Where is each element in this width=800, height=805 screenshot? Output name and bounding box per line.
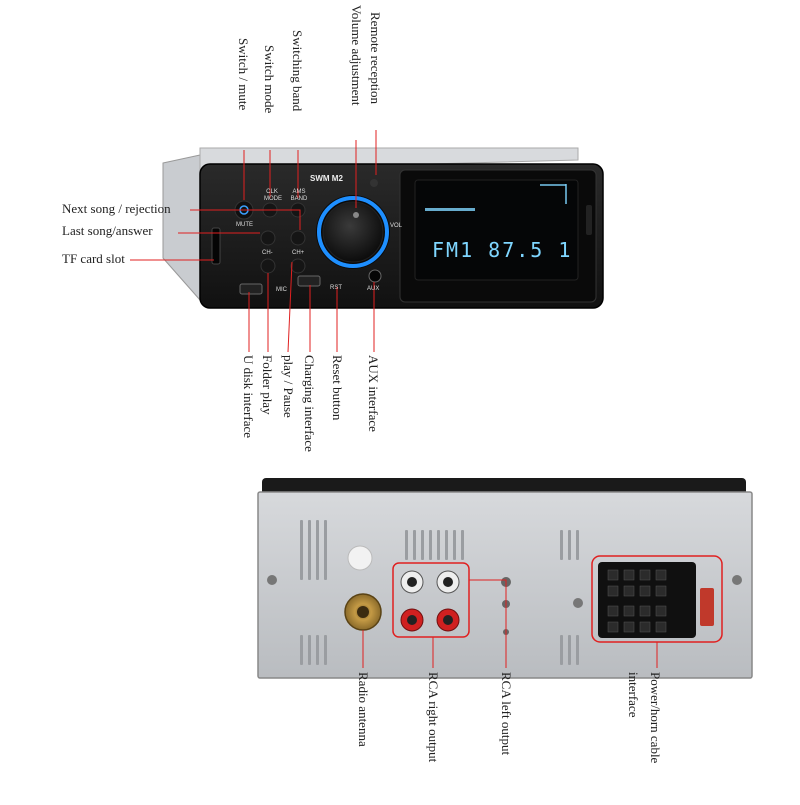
lcd-screen — [414, 179, 579, 281]
mute-text: MUTE — [236, 222, 253, 228]
right-slot — [586, 205, 592, 235]
rear-screw-mid — [573, 598, 583, 608]
label-switching-band: Switching band — [290, 30, 305, 112]
label-charging: Charging interface — [302, 355, 317, 452]
rca-callout-box — [392, 562, 470, 638]
front-callouts — [130, 130, 377, 353]
prev-button — [260, 230, 276, 246]
lcd-frequency: FM1 87.5 1 — [432, 238, 573, 262]
mic-text: MIC — [276, 287, 287, 293]
label-switch-mode: Switch mode — [262, 45, 277, 114]
rca-red-2-core — [443, 615, 453, 625]
callout-rca-left — [469, 579, 507, 668]
callout-play-pause — [287, 261, 293, 353]
front-unit — [162, 147, 604, 309]
label-volume-adjustment: Volume adjustment — [349, 5, 364, 106]
callout-next-song — [190, 209, 301, 230]
label-play-pause: play / Pause — [281, 355, 296, 418]
ch-plus-text: CH+ — [292, 250, 305, 256]
label-aux: AUX interface — [366, 355, 381, 432]
qc-sticker — [347, 545, 373, 571]
label-power-horn-1: Power/horn cable — [648, 672, 663, 764]
label-tf-card: TF card slot — [62, 251, 125, 266]
label-power-horn-2: interface — [626, 672, 641, 718]
aux-jack — [368, 269, 382, 283]
ch-minus-text: CH- — [262, 250, 273, 256]
lcd-top-bar — [540, 184, 566, 186]
label-folder-play: Folder play — [260, 355, 275, 415]
rca-white-1-core — [407, 577, 417, 587]
rca-white-2-core — [443, 577, 453, 587]
rear-unit — [257, 478, 753, 679]
volume-knob — [322, 201, 384, 263]
label-radio-antenna: Radio antenna — [356, 672, 371, 747]
usb-port-1 — [239, 283, 263, 295]
label-rca-right: RCA right output — [426, 672, 441, 763]
usb-port-2 — [297, 275, 321, 287]
knob-indicator — [353, 212, 359, 218]
label-switch-mute: Switch / mute — [236, 38, 251, 111]
ch-minus-button — [260, 258, 276, 274]
label-next-song: Next song / rejection — [62, 201, 171, 216]
knob-blue-ring — [317, 196, 389, 268]
lcd-eq-bar — [425, 208, 475, 211]
label-reset: Reset button — [330, 355, 345, 421]
rca-red-1-core — [407, 615, 417, 625]
vol-text: VOL — [390, 223, 403, 229]
label-remote-reception: Remote reception — [368, 12, 383, 105]
rear-callouts — [362, 579, 658, 668]
label-rca-left: RCA left output — [499, 672, 514, 756]
rst-text: RST — [330, 285, 342, 291]
aux-text: AUX — [367, 286, 380, 292]
label-u-disk: U disk interface — [241, 355, 256, 439]
rear-screw-right — [732, 575, 742, 585]
front-chassis-side — [162, 154, 201, 302]
iso-pins — [607, 569, 667, 633]
iso-connector — [598, 562, 696, 638]
ams-band-text: AMS BAND — [290, 189, 308, 202]
model-text: SWM M2 — [310, 174, 343, 183]
clk-mode-text: CLK MODE — [264, 189, 282, 202]
next-button — [290, 230, 306, 246]
rear-screw-left — [267, 575, 277, 585]
ir-receiver — [370, 179, 378, 187]
lcd-top-bar-side — [565, 184, 567, 204]
antenna-connector-core — [357, 606, 369, 618]
rear-vents — [300, 520, 579, 665]
ch-plus-button — [290, 258, 306, 274]
fuse-block — [700, 588, 714, 626]
label-last-song: Last song/answer — [62, 223, 153, 238]
tf-card-slot-graphic — [211, 227, 221, 265]
